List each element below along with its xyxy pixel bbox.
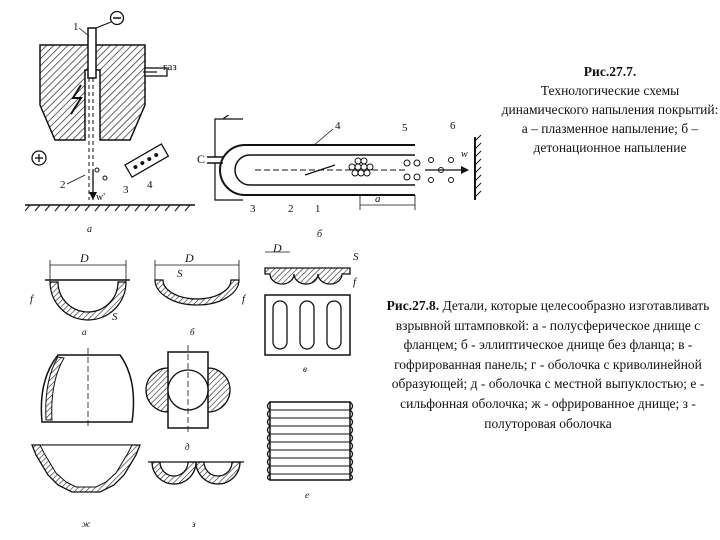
electrode [87,27,97,79]
svg-text:S: S [112,311,118,323]
svg-text:f: f [30,293,35,305]
svg-text:4: 4 [147,179,153,191]
svg-text:6: 6 [450,120,456,132]
svg-text:S: S [353,251,359,263]
powder-feeder [124,143,170,179]
svg-text:D: D [184,251,194,265]
part-g: г [40,348,135,452]
part-z: з [148,461,244,529]
arc-icon [70,84,83,115]
svg-text:w: w [461,149,468,160]
fig-27-8-caption: Рис.27.8. Детали, которые целесообразно … [378,296,718,433]
svg-text:f: f [242,293,247,305]
plasma-spraying-diagram: газ 1 2 3 4 w' а [25,10,195,235]
svg-text:д: д [185,442,190,452]
detonation-spraying-diagram: C a 3 2 1 4 5 6 w б [197,115,482,240]
svg-text:б: б [317,229,323,240]
detonation-barrel [219,144,415,196]
fig-27-8-title: Рис.27.8. [386,298,440,313]
svg-text:3: 3 [250,203,256,215]
svg-text:C: C [197,152,205,166]
svg-text:w': w' [96,192,105,203]
explosive-stamping-parts-diagram: D f S а D S f б D S f в г [30,241,359,529]
svg-text:1: 1 [315,203,321,215]
torch-body [39,44,146,141]
svg-text:а: а [82,327,87,337]
svg-text:ж: ж [82,519,91,529]
part-b: D S f б [154,251,247,337]
svg-text:3: 3 [123,184,129,196]
svg-text:D: D [272,241,282,255]
svg-text:a: a [375,193,381,205]
svg-text:D: D [79,251,89,265]
part-e: е [266,401,354,500]
part-a: D f S а [30,251,130,337]
fig-27-7-title: Рис.27.7. [583,64,637,79]
svg-text:в: в [303,364,307,374]
svg-text:4: 4 [335,120,341,132]
fig-27-8-text: Детали, которые целесообразно изготавлив… [391,298,710,431]
svg-text:S: S [177,268,183,280]
fig-27-7-caption: Рис.27.7. Технологические схемы динамиче… [500,62,720,157]
part-zh: ж [31,444,141,529]
fig-27-7-text: Технологические схемы динамического напы… [501,83,719,155]
svg-text:5: 5 [402,122,408,134]
svg-text:f: f [353,276,358,288]
svg-text:1: 1 [73,21,79,33]
gas-label: газ [163,61,177,73]
part-d: д [145,345,231,452]
svg-text:б: б [190,327,195,337]
svg-text:з: з [191,519,196,529]
svg-text:2: 2 [288,203,294,215]
svg-text:е: е [305,490,309,500]
svg-text:2: 2 [60,179,66,191]
svg-text:а: а [87,224,92,235]
part-v: D S f в [264,241,359,374]
